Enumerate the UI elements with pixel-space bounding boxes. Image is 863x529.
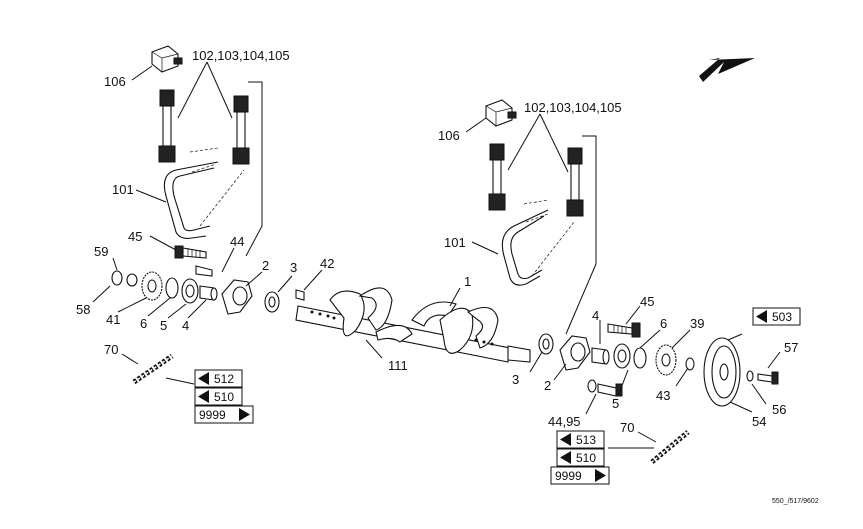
ref-box-9999-right[interactable]: 9999	[550, 466, 610, 485]
label-57: 57	[784, 340, 798, 355]
right-bearing-assembly	[529, 305, 781, 415]
label-45-right: 45	[640, 294, 654, 309]
label-2-left: 2	[262, 258, 269, 273]
direction-arrow-icon	[699, 58, 755, 82]
label-44-95: 44,95	[548, 414, 581, 429]
label-43: 43	[656, 388, 670, 403]
label-106-right: 106	[438, 128, 460, 143]
label-41: 41	[106, 312, 120, 327]
ref-box-512[interactable]: 512	[194, 369, 243, 388]
label-58: 58	[76, 302, 90, 317]
svg-text:510: 510	[576, 451, 596, 465]
label-102-105-right: 102,103,104,105	[524, 100, 622, 115]
label-45-left: 45	[128, 229, 142, 244]
pointer-left-icon	[756, 310, 767, 323]
label-111: 111	[388, 358, 408, 373]
drawing-number: 550_/517/9602	[772, 498, 819, 505]
svg-text:503: 503	[772, 310, 792, 324]
label-2-right: 2	[544, 378, 551, 393]
label-44: 44	[230, 234, 244, 249]
pointer-left-icon	[198, 372, 209, 385]
svg-text:513: 513	[576, 433, 596, 447]
pointer-left-icon	[560, 451, 571, 464]
label-39: 39	[690, 316, 704, 331]
left-sensor-assembly	[131, 45, 263, 257]
label-3-left: 3	[290, 260, 297, 275]
svg-text:9999: 9999	[199, 408, 226, 422]
pointer-left-icon	[198, 390, 209, 403]
pointer-right-icon	[239, 408, 250, 421]
ref-box-513[interactable]: 513	[556, 430, 605, 449]
part-number-labels: 106 102,103,104,105 101 45 44 59 58 41 6…	[76, 48, 798, 435]
label-70-right: 70	[620, 420, 634, 435]
label-106-left: 106	[104, 74, 126, 89]
svg-text:9999: 9999	[555, 469, 582, 483]
label-56: 56	[772, 402, 786, 417]
label-4-left: 4	[182, 318, 189, 333]
ref-box-510[interactable]: 510	[194, 387, 243, 406]
pointer-left-icon	[560, 433, 571, 446]
reference-boxes-right: 513 510 9999	[550, 430, 610, 485]
label-1: 1	[464, 274, 471, 289]
label-6-right: 6	[660, 316, 667, 331]
auger-shaft	[295, 287, 531, 363]
ref-box-510-right[interactable]: 510	[556, 448, 605, 467]
reference-boxes-left: 512 510 9999	[194, 369, 254, 424]
label-42: 42	[320, 256, 334, 271]
ref-box-503[interactable]: 503	[752, 307, 801, 326]
label-5-left: 5	[160, 318, 167, 333]
chain-right	[608, 430, 690, 464]
svg-text:510: 510	[214, 390, 234, 404]
label-3-right: 3	[512, 372, 519, 387]
label-70-left: 70	[104, 342, 118, 357]
label-101-right: 101	[444, 235, 466, 250]
label-102-105-left: 102,103,104,105	[192, 48, 290, 63]
chain-left	[121, 353, 195, 385]
svg-text:512: 512	[214, 372, 234, 386]
label-59: 59	[94, 244, 108, 259]
label-101-left: 101	[112, 182, 134, 197]
left-bearing-assembly	[92, 235, 323, 319]
pointer-right-icon	[595, 469, 606, 482]
label-5-right: 5	[612, 396, 619, 411]
right-sensor-assembly	[465, 99, 597, 335]
ref-box-9999[interactable]: 9999	[194, 405, 254, 424]
label-6-left: 6	[140, 316, 147, 331]
label-4-right: 4	[592, 308, 599, 323]
label-54: 54	[752, 414, 766, 429]
